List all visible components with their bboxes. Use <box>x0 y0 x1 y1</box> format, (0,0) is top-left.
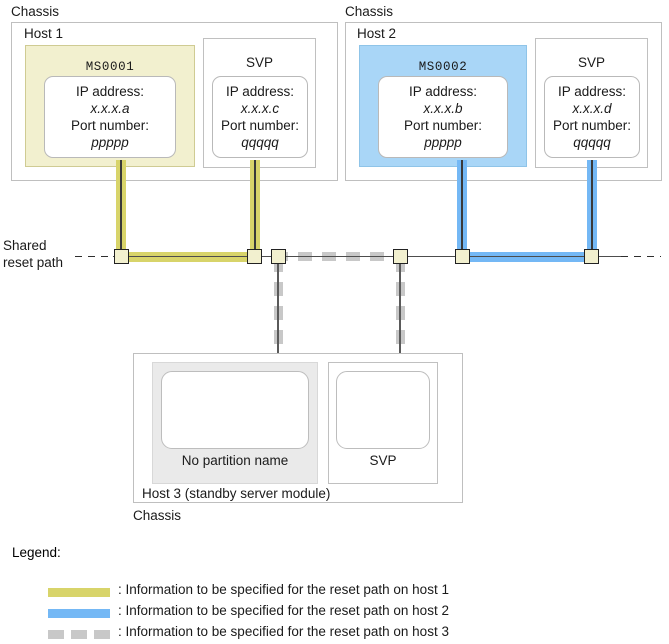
module-host3-svp-card <box>336 371 430 449</box>
chassis-2-label: Chassis <box>345 4 394 19</box>
host1-svp-ip-value: x.x.x.c <box>240 101 280 116</box>
module-ms0001-title: MS0001 <box>85 60 135 74</box>
module-host1-svp-info-card: IP address: x.x.x.c Port number: qqqqq <box>212 76 308 158</box>
module-ms0001-info-card: IP address: x.x.x.a Port number: ppppp <box>44 76 176 158</box>
cable-host1-ms <box>119 160 122 256</box>
trunk-dashed-left-end <box>75 255 115 258</box>
trunk-line <box>113 255 623 258</box>
trunk-dashed-right-end <box>621 255 661 258</box>
module-host2-svp-title: SVP <box>577 55 605 70</box>
chassis-3-label: Chassis <box>133 508 182 523</box>
shared-reset-path-label-line2: reset path <box>3 255 64 270</box>
shared-reset-path-label-line1: Shared <box>3 238 47 253</box>
module-ms0002-info-card: IP address: x.x.x.b Port number: ppppp <box>378 76 508 158</box>
ms0001-ip-label: IP address: <box>75 84 145 99</box>
legend-swatch-host3-seg2 <box>71 630 87 639</box>
connector-host3-ms[interactable] <box>271 249 286 264</box>
cable-host1-svp <box>253 160 256 256</box>
cable-host2-svp <box>590 160 593 256</box>
legend-swatch-host3-seg3 <box>94 630 110 639</box>
legend-swatch-host2 <box>48 609 110 618</box>
host2-svp-port-value: qqqqq <box>573 135 611 150</box>
ms0001-ip-value: x.x.x.a <box>90 101 130 116</box>
chassis-1-label: Chassis <box>11 4 60 19</box>
module-host2-svp-info-card: IP address: x.x.x.d Port number: qqqqq <box>544 76 640 158</box>
module-host3-svp-caption: SVP <box>369 453 397 468</box>
connector-host2-ms[interactable] <box>455 249 470 264</box>
module-host3-partition-caption: No partition name <box>181 453 289 468</box>
ms0002-ip-label: IP address: <box>408 84 478 99</box>
host1-svp-port-label: Port number: <box>220 118 300 133</box>
module-host1-svp-title: SVP <box>245 55 273 70</box>
cable-host3-ms <box>277 258 280 356</box>
ms0001-port-label: Port number: <box>70 118 150 133</box>
connector-host2-svp[interactable] <box>584 249 599 264</box>
legend-text-host3: : Information to be specified for the re… <box>118 624 449 639</box>
legend-swatch-host1 <box>48 588 110 597</box>
legend-title: Legend: <box>12 545 61 560</box>
host-2-label: Host 2 <box>357 26 397 41</box>
host-1-label: Host 1 <box>24 26 64 41</box>
cable-host2-ms <box>460 160 463 256</box>
ms0001-port-value: ppppp <box>91 135 129 150</box>
cable-host3-svp <box>399 258 402 356</box>
host2-svp-ip-label: IP address: <box>557 84 627 99</box>
legend-swatch-host3-seg1 <box>48 630 64 639</box>
ms0002-ip-value: x.x.x.b <box>423 101 463 116</box>
ms0002-port-value: ppppp <box>424 135 462 150</box>
legend-text-host2: : Information to be specified for the re… <box>118 603 449 618</box>
connector-host3-svp[interactable] <box>393 249 408 264</box>
host1-svp-ip-label: IP address: <box>225 84 295 99</box>
module-ms0002-title: MS0002 <box>418 60 468 74</box>
host2-svp-ip-value: x.x.x.d <box>572 101 612 116</box>
module-host3-partition-card <box>161 371 309 449</box>
ms0002-port-label: Port number: <box>403 118 483 133</box>
connector-host1-ms[interactable] <box>114 249 129 264</box>
host-3-label: Host 3 (standby server module) <box>142 486 331 501</box>
host2-svp-port-label: Port number: <box>552 118 632 133</box>
legend-text-host1: : Information to be specified for the re… <box>118 582 449 597</box>
connector-host1-svp[interactable] <box>247 249 262 264</box>
host1-svp-port-value: qqqqq <box>241 135 279 150</box>
